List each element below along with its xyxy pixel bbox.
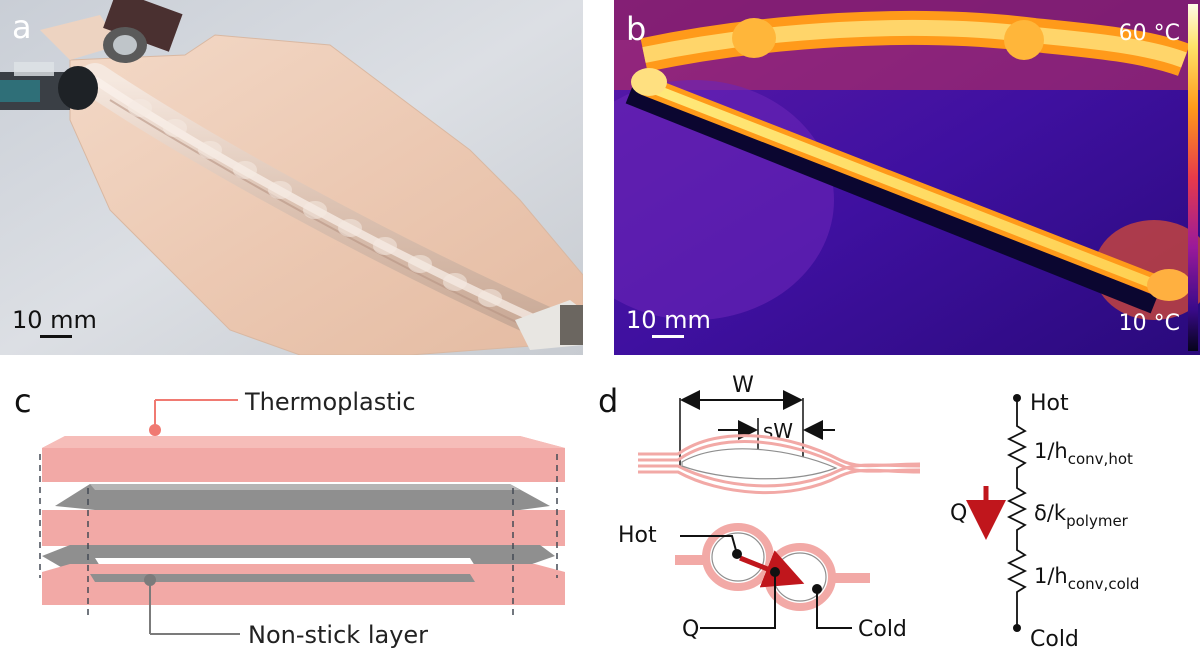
layer-stack-diagram: c Thermoplastic Non-stick layer [14, 382, 565, 649]
leader-dot-thermoplastic [149, 424, 161, 436]
flat-channel-section [638, 434, 921, 495]
inflated-channel-section [675, 523, 870, 611]
cold-label: Cold [858, 617, 907, 642]
sheet-corner [40, 15, 120, 60]
panel-letter-b: b [626, 10, 646, 48]
panel-c-layers: c Thermoplastic Non-stick layer [0, 370, 590, 663]
panel-a-photo: a 10 mm [0, 0, 584, 356]
fitting-top [103, 0, 183, 52]
resistor-chain [1006, 398, 1028, 628]
panel-letter-c: c [14, 382, 32, 420]
thermoplastic-layer-bottom [42, 564, 565, 605]
panel-d-model: d W sW Ho [590, 370, 1200, 663]
scale-bar-b [652, 335, 684, 338]
scale-bar-label-a: 10 mm [12, 306, 97, 334]
heat-flow-arrow-section [739, 550, 805, 588]
panel-letter-d: d [598, 382, 618, 420]
label-thermoplastic: Thermoplastic [244, 388, 416, 416]
heat-label: Q [682, 617, 699, 642]
width-label: W [732, 373, 754, 398]
panel-letter-a: a [12, 8, 32, 46]
resistance-polymer: δ/kpolymer [1034, 501, 1129, 530]
resistance-conv-hot: 1/hconv,hot [1034, 439, 1133, 468]
thermoplastic-layer-middle [42, 510, 565, 546]
circuit-heat-label: Q [950, 501, 967, 526]
thermal-resistance-circuit [1006, 394, 1028, 632]
hot-label: Hot [618, 523, 657, 548]
photo-heat-exchanger: a 10 mm [0, 0, 584, 356]
circuit-cold-label: Cold [1030, 627, 1079, 652]
colorbar-min-label: 10 °C [1119, 311, 1180, 336]
thermal-model-diagram: d W sW Ho [598, 373, 1139, 652]
colorbar [1188, 4, 1198, 351]
label-nonstick: Non-stick layer [248, 621, 428, 649]
thermal-image: b 60 °C 10 °C 10 mm [554, 0, 1200, 355]
circuit-hot-label: Hot [1030, 391, 1069, 416]
panel-b-thermal: b 60 °C 10 °C 10 mm [554, 0, 1200, 355]
colorbar-max-label: 60 °C [1119, 21, 1180, 46]
nonstick-layer-upper [55, 484, 550, 510]
scale-bar-label-b: 10 mm [626, 306, 711, 334]
scale-bar-a [40, 335, 72, 338]
resistance-conv-cold: 1/hconv,cold [1034, 564, 1139, 593]
